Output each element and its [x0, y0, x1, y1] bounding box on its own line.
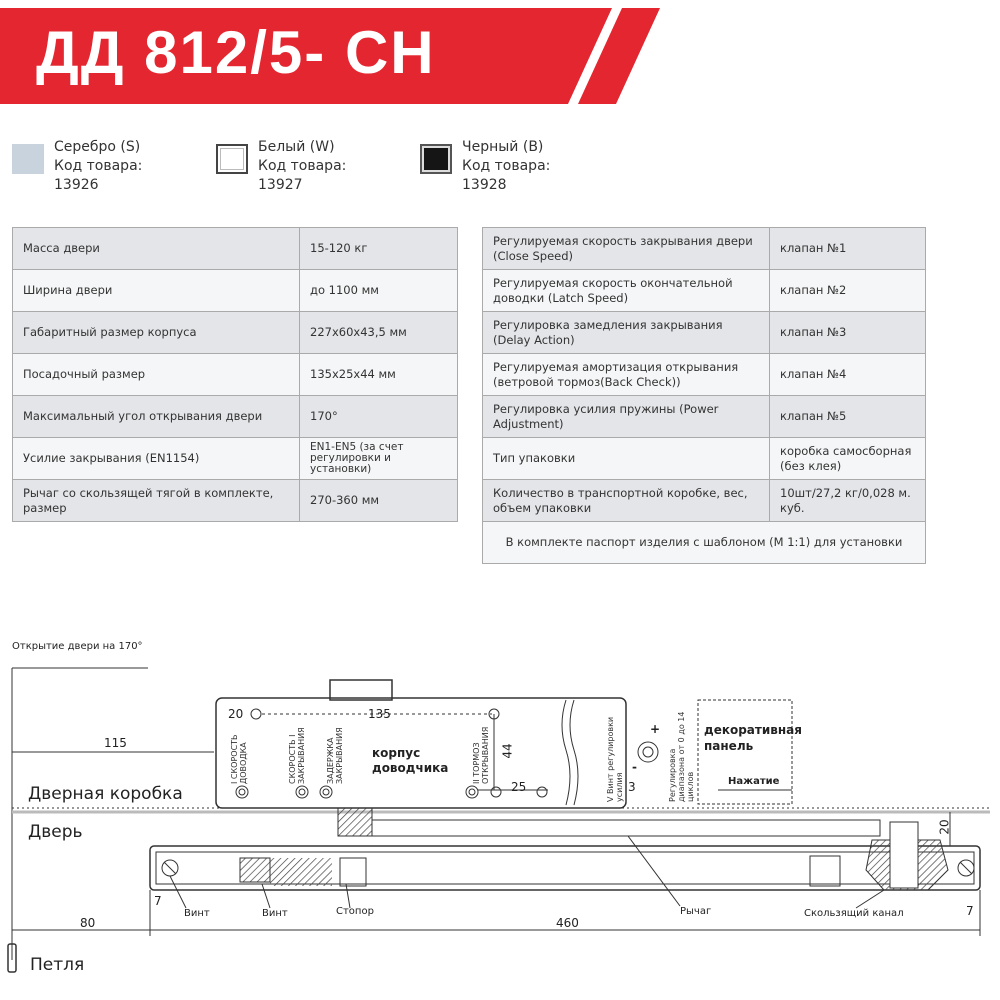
dim-80: 80 — [80, 916, 96, 930]
product-code: 13927 — [258, 177, 303, 193]
body-label: корпус доводчика — [372, 746, 449, 775]
white-swatch — [216, 144, 248, 174]
color-name: Черный (B) — [462, 139, 544, 155]
color-name: Серебро (S) — [54, 139, 141, 155]
dim-20-right: 20 — [937, 819, 952, 835]
hinge-label: Петля — [30, 955, 85, 975]
page-title: ДД 812/5- CH — [36, 19, 436, 86]
screw-label-1: Винт — [184, 908, 210, 919]
minus-sign: - — [632, 760, 637, 774]
valve-4-label: II ТОРМОЗ ОТКРЫВАНИЯ — [472, 726, 490, 784]
table-row: Регулировка усилия пружины (Power Adjust… — [482, 395, 926, 438]
product-code: 13926 — [54, 177, 99, 193]
dim-20: 20 — [228, 707, 244, 721]
color-name: Белый (W) — [258, 139, 335, 155]
table-row: Рычаг со скользящей тягой в комплекте, р… — [12, 479, 458, 522]
banner-shape — [0, 8, 660, 104]
table-row: В комплекте паспорт изделия с шаблоном (… — [482, 521, 926, 564]
valve-1-label: I СКОРОСТЬ ДОВОДКА — [230, 734, 248, 784]
dim-115: 115 — [104, 736, 127, 750]
dim-3: 3 — [628, 780, 636, 794]
code-label: Код товара: — [462, 158, 551, 174]
code-label: Код товара: — [54, 158, 143, 174]
door-label: Дверь — [28, 822, 83, 842]
valve-3-label: ЗАДЕРЖКА ЗАКРЫВАНИЯ — [326, 727, 344, 784]
valve-2-label: СКОРОСТЬ I ЗАКРЫВАНИЯ — [288, 727, 306, 784]
plus-sign: + — [650, 722, 661, 736]
channel-label: Скользящий канал — [804, 908, 904, 919]
dim-25: 25 — [511, 780, 527, 794]
dim-460: 460 — [556, 916, 579, 930]
silver-swatch — [12, 144, 44, 174]
power-screw-label: V Винт регулировки усилия — [606, 716, 624, 802]
stopper-label: Стопор — [336, 906, 374, 917]
range-label: Регулировка диапазона от 0 до 14 циклов — [668, 711, 695, 802]
code-label: Код товара: — [258, 158, 347, 174]
dim-135: 135 — [368, 707, 391, 721]
table-row: Регулируемая амортизация открывания (вет… — [482, 353, 926, 396]
table-row: Усилие закрывания (EN1154)EN1-EN5 (за сч… — [12, 437, 458, 480]
black-swatch — [420, 144, 452, 174]
table-row: Регулируемая скорость закрывания двери (… — [482, 227, 926, 270]
panel-label: декоративная панель — [704, 723, 802, 753]
dim-7-left: 7 — [154, 894, 162, 908]
spec-table-right: Регулируемая скорость закрывания двери (… — [482, 227, 926, 564]
frame-label: Дверная коробка — [28, 784, 183, 804]
press-label: Нажатие — [728, 776, 780, 787]
opening-label: Открытие двери на 170° — [12, 641, 143, 652]
arm-label: Рычаг — [680, 906, 712, 917]
screw-label-2: Винт — [262, 908, 288, 919]
dim-7-right: 7 — [966, 904, 974, 918]
table-row: Регулируемая скорость окончательной дово… — [482, 269, 926, 312]
product-code: 13928 — [462, 177, 507, 193]
dim-44: 44 — [500, 743, 515, 759]
table-row: Количество в транспортной коробке, вес, … — [482, 479, 926, 522]
